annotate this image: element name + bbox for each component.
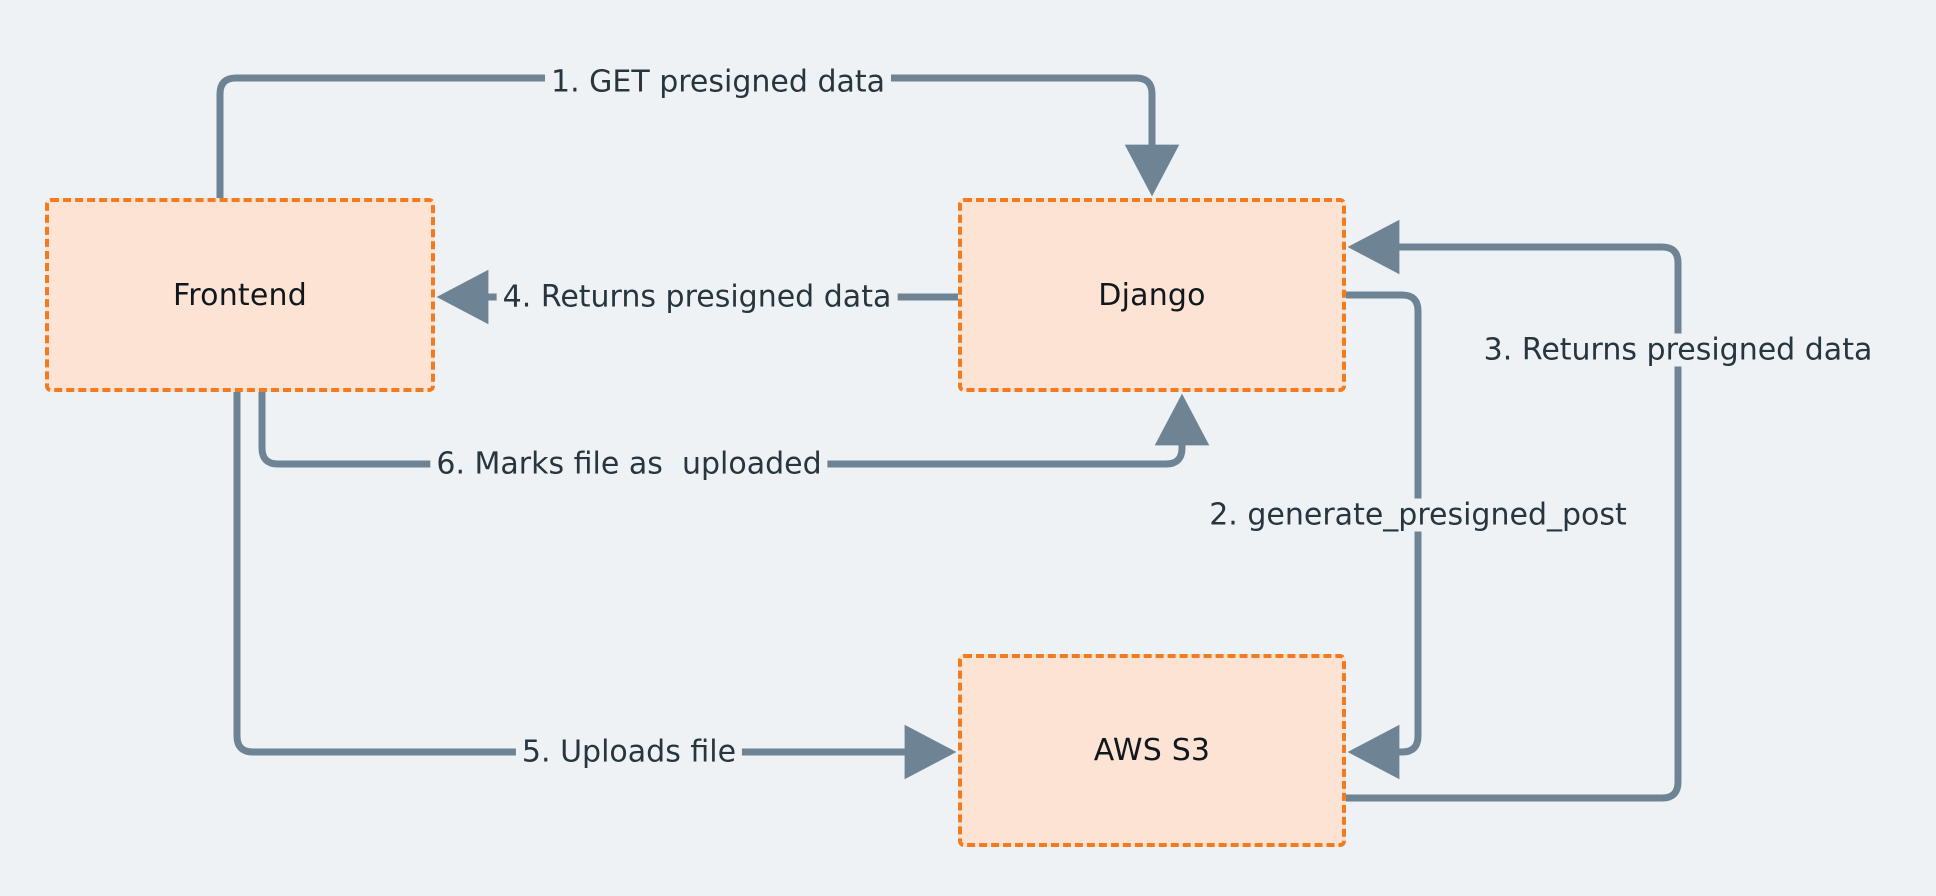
edge-label-5: 5. Uploads file xyxy=(515,735,743,769)
node-django-label: Django xyxy=(1098,277,1206,313)
edge-label-1: 1. GET presigned data xyxy=(544,65,892,99)
node-django[interactable]: Django xyxy=(958,198,1346,392)
node-aws-s3-label: AWS S3 xyxy=(1093,733,1211,768)
node-aws-s3[interactable]: AWS S3 xyxy=(958,654,1346,847)
edge-5-path xyxy=(233,388,957,780)
edge-label-4: 4. Returns presigned data xyxy=(496,280,898,314)
node-frontend-label: Frontend xyxy=(173,277,307,313)
edge-3-path xyxy=(1342,219,1682,802)
node-frontend[interactable]: Frontend xyxy=(45,198,435,392)
edge-label-2: 2. generate_presigned_post xyxy=(1203,498,1633,532)
edge-label-6: 6. Marks file as uploaded xyxy=(430,447,828,481)
edge-label-3: 3. Returns presigned data xyxy=(1477,333,1879,367)
